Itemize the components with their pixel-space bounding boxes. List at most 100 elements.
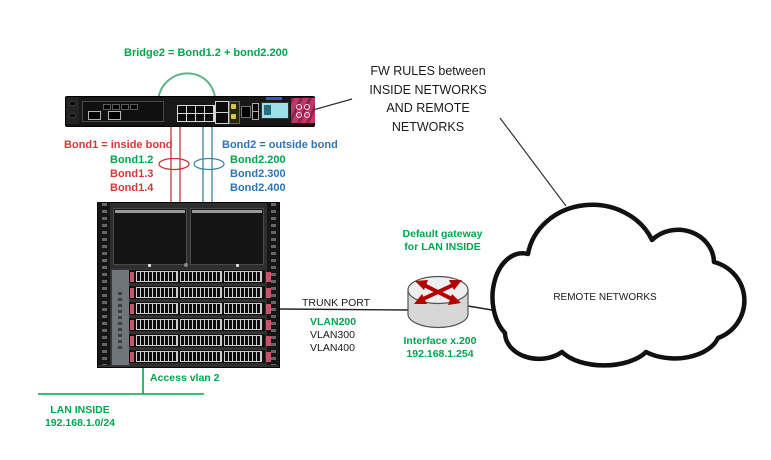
management-module xyxy=(82,101,164,122)
fiber-port xyxy=(231,104,236,109)
lan-name-label: LAN INSIDE xyxy=(50,404,110,416)
chassis-led xyxy=(148,264,151,267)
switch-line-card xyxy=(129,349,271,363)
expansion-port-block xyxy=(229,101,240,124)
card-latch xyxy=(130,319,134,330)
supervisor-blank-panel xyxy=(113,208,187,265)
switch-line-card xyxy=(129,285,271,299)
bond2-group-ellipse xyxy=(193,157,225,171)
chassis-switch xyxy=(97,202,280,368)
card-latch xyxy=(130,303,134,314)
led-block xyxy=(121,104,129,110)
panel-button xyxy=(296,112,302,118)
port-group xyxy=(136,335,178,346)
bond2-item: Bond2.400 xyxy=(230,182,286,194)
card-latch xyxy=(130,287,134,298)
switch-line-card xyxy=(129,269,271,283)
rack-ear-left xyxy=(66,97,79,124)
card-latch xyxy=(266,351,271,362)
panel-button xyxy=(296,104,302,110)
cloud-label: REMOTE NETWORKS xyxy=(553,292,657,303)
port-group xyxy=(224,351,262,362)
bond1-item: Bond1.4 xyxy=(110,182,154,194)
supervisor-blank-panel xyxy=(190,208,264,265)
switch-line-card xyxy=(129,333,271,347)
port-group xyxy=(136,351,178,362)
card-latch xyxy=(130,271,134,282)
port-group xyxy=(180,287,222,298)
panel-handle xyxy=(192,210,262,213)
vlan-label: VLAN200 xyxy=(310,316,357,328)
mgmt-port xyxy=(108,111,121,120)
fw-rules-note: FW RULES between INSIDE NETWORKS AND REM… xyxy=(369,64,487,134)
default-gateway-note: Default gateway for LAN INSIDE xyxy=(402,228,483,253)
port-group xyxy=(136,319,178,330)
vlan-label: VLAN300 xyxy=(310,329,355,341)
trunk-line xyxy=(278,308,410,311)
led-block xyxy=(130,104,138,110)
port-group xyxy=(224,271,262,282)
switch-line-card xyxy=(129,317,271,331)
bond2-item: Bond2.200 xyxy=(230,154,286,166)
card-latch xyxy=(266,287,271,298)
appliance-to-note-line xyxy=(312,98,353,111)
port-group xyxy=(180,335,222,346)
appliance-faceplate xyxy=(79,97,315,124)
port-group xyxy=(180,319,222,330)
firewall-appliance xyxy=(65,96,315,127)
router-icon xyxy=(407,275,469,329)
vlan-label: VLAN400 xyxy=(310,342,355,354)
rack-rail-left xyxy=(98,203,110,365)
bond1-title: Bond1 = inside bond xyxy=(64,139,173,151)
card-latch xyxy=(130,351,134,362)
card-latch xyxy=(266,319,271,330)
control-panel xyxy=(291,98,315,123)
supervisor-module xyxy=(111,269,130,366)
bond2-item: Bond2.300 xyxy=(230,168,286,180)
bond1-group-ellipse xyxy=(158,157,190,171)
port-group xyxy=(180,303,222,314)
led-block xyxy=(112,104,120,110)
port-group xyxy=(224,319,262,330)
bridge-arc xyxy=(157,72,216,101)
port-group xyxy=(224,335,262,346)
screw-hole xyxy=(70,114,75,117)
lcd-display xyxy=(261,102,289,119)
mgmt-port xyxy=(88,111,101,120)
bond2-title: Bond2 = outside bond xyxy=(222,139,338,151)
cloud-shape xyxy=(490,202,747,368)
panel-handle xyxy=(115,210,185,213)
bridge-label: Bridge2 = Bond1.2 + bond2.200 xyxy=(124,47,288,59)
led-block xyxy=(103,104,111,110)
chassis-led xyxy=(236,264,239,267)
console-port xyxy=(241,106,251,118)
card-latch xyxy=(130,335,134,346)
port-group xyxy=(136,303,178,314)
router-interface-label: Interface x.200 xyxy=(403,335,477,347)
port-group xyxy=(136,271,178,282)
port-group xyxy=(224,287,262,298)
port-group xyxy=(136,287,178,298)
access-vlan-label: Access vlan 2 xyxy=(150,372,220,384)
screw-hole xyxy=(70,102,75,105)
lcd-cursor-block xyxy=(264,105,271,115)
line-card-stack xyxy=(129,269,271,365)
chassis-screw xyxy=(184,263,188,267)
port-group xyxy=(180,351,222,362)
lan-subnet-label: 192.168.1.0/24 xyxy=(44,417,116,429)
port-group xyxy=(180,271,222,282)
router-ip-label: 192.168.1.254 xyxy=(406,348,474,360)
fiber-port xyxy=(231,114,236,119)
usb-ports xyxy=(252,103,259,120)
uplink-port-block xyxy=(215,101,229,124)
brand-sticker xyxy=(266,97,282,100)
trunk-port-label: TRUNK PORT xyxy=(302,297,371,309)
panel-button xyxy=(304,112,310,118)
bond1-item: Bond1.2 xyxy=(110,154,154,166)
card-latch xyxy=(266,303,271,314)
bond1-item: Bond1.3 xyxy=(110,168,154,180)
panel-button xyxy=(304,104,310,110)
port-group xyxy=(224,303,262,314)
card-latch xyxy=(266,335,271,346)
